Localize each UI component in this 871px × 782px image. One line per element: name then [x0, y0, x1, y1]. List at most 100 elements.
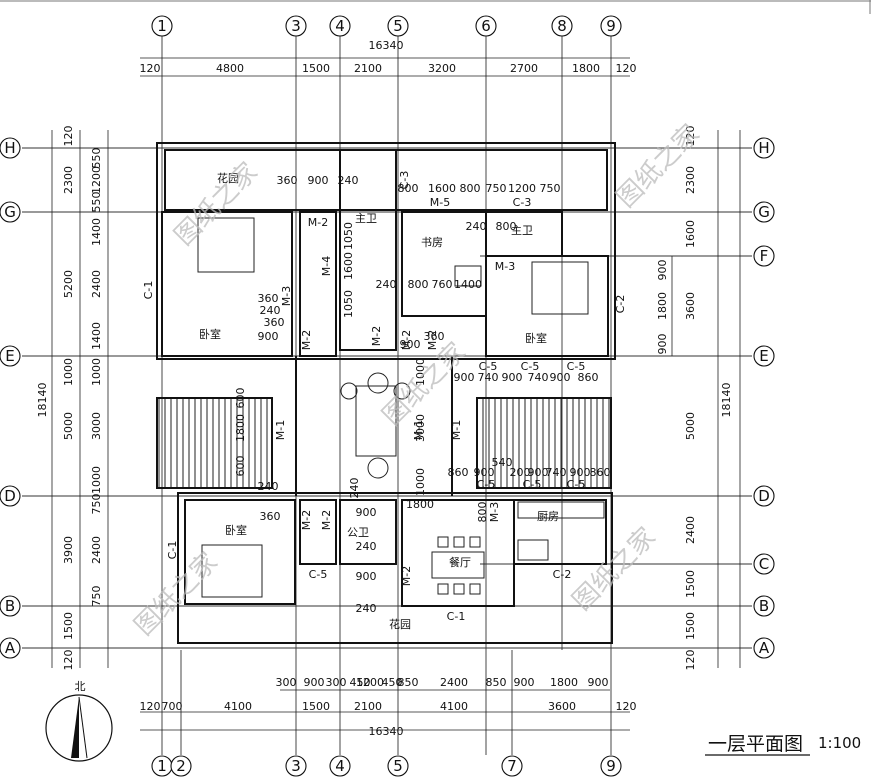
dim-interior: 1600: [342, 252, 355, 280]
axis-bottom-9-circle: [600, 755, 622, 777]
axis-right-B-circle: [753, 595, 775, 617]
axis-right-E: E: [759, 347, 768, 365]
door-label: M-3: [280, 286, 293, 306]
room-label: 餐厅: [449, 555, 471, 569]
axis-left-G: G: [4, 203, 16, 221]
window-label: C-1: [447, 610, 466, 623]
window-label: C-3: [398, 171, 411, 190]
axis-bottom-2-circle: [170, 755, 192, 777]
north-arrow-icon: [71, 697, 79, 758]
dim-top-total: 16340: [369, 39, 404, 52]
window-label: C-1: [142, 281, 155, 300]
dim-interior: 240: [338, 174, 359, 187]
axis-top-1: 1: [157, 17, 167, 35]
room-label: 主卫: [511, 224, 533, 237]
dim-left-outer: 1000: [62, 358, 75, 386]
dim-bottom-total: 16340: [369, 725, 404, 738]
dim-interior: 1050: [342, 290, 355, 318]
door-label: M-2: [400, 566, 413, 586]
dim-interior: 750: [486, 182, 507, 195]
window-label: C-5: [477, 478, 496, 491]
north-arrow-circle: [45, 694, 113, 762]
dim-interior: 540: [492, 456, 513, 469]
dim-bottom-upper: 1200: [356, 676, 384, 689]
dim-interior: 900: [570, 466, 591, 479]
axis-bottom-1: 1: [157, 757, 167, 775]
axis-left-A: A: [5, 639, 16, 657]
drawing-title: 一层平面图: [708, 733, 803, 755]
axis-right-E-circle: [753, 345, 775, 367]
dim-bottom-upper: 2400: [440, 676, 468, 689]
door-label: M-1: [274, 420, 287, 440]
dim-left-inner: 1400: [90, 322, 103, 350]
dim-interior: 1400: [454, 278, 482, 291]
axis-top-9: 9: [606, 17, 616, 35]
dim-interior: 900: [502, 371, 523, 384]
axis-bottom-5: 5: [393, 757, 403, 775]
window-label: C-5: [521, 360, 540, 373]
window-label: C-2: [614, 295, 627, 314]
door-label: M-5: [430, 196, 450, 209]
drawing-scale: 1:100: [818, 734, 861, 752]
room-label: 花园: [389, 618, 411, 631]
axis-left-H-circle: [0, 137, 21, 159]
axis-left-E: E: [5, 347, 14, 365]
dim-bottom-lower: 2100: [354, 700, 382, 713]
axis-right-H: H: [758, 139, 769, 157]
dim-interior: 800: [496, 220, 517, 233]
dim-left-outer: 5000: [62, 412, 75, 440]
axis-top-1-circle: [151, 15, 173, 37]
dim-bottom-upper: 900: [588, 676, 609, 689]
dim-bottom-upper: 300: [326, 676, 347, 689]
dim-left-inner: 2400: [90, 536, 103, 564]
dim-interior: 900: [356, 570, 377, 583]
dim-top: 4800: [216, 62, 244, 75]
axis-bottom-9: 9: [606, 757, 616, 775]
axis-bottom-7: 7: [507, 757, 517, 775]
axis-top-3-circle: [285, 15, 307, 37]
dim-interior: 860: [578, 371, 599, 384]
watermarks: 图纸之家图纸之家图纸之家图纸之家图纸之家: [129, 119, 706, 642]
dim-right-outer: 5000: [684, 412, 697, 440]
axis-right-F-circle: [753, 245, 775, 267]
dimension-lines: [51, 57, 741, 731]
dim-right-outer: 120: [684, 126, 697, 147]
dim-interior: 800: [408, 278, 429, 291]
dim-bottom-lower: 3600: [548, 700, 576, 713]
dim-left-outer: 120: [62, 650, 75, 671]
dim-left-inner: 750: [90, 494, 103, 515]
axis-left-G-circle: [0, 201, 21, 223]
door-label: M-2: [320, 510, 333, 530]
dim-left-inner: 750: [90, 586, 103, 607]
axis-top-5: 5: [393, 17, 403, 35]
dim-right-outer: 2400: [684, 516, 697, 544]
dim-interior: 360: [258, 292, 279, 305]
axis-left-H: H: [4, 139, 15, 157]
dim-interior: 240: [356, 602, 377, 615]
dim-bottom-upper: 450: [350, 676, 371, 689]
room-label: 主卫: [355, 212, 377, 225]
dim-right-outer: 1500: [684, 570, 697, 598]
dim-interior: 900: [308, 174, 329, 187]
room-label: 公卫: [347, 526, 369, 539]
axis-right-F: F: [760, 247, 769, 265]
axis-top-4-circle: [329, 15, 351, 37]
room-labels: 花园卧室主卫书房主卫卧室卧室公卫餐厅厨房花园: [199, 172, 559, 631]
dim-left-inner: 550: [90, 148, 103, 169]
axis-right-H-circle: [753, 137, 775, 159]
axis-top-5-circle: [387, 15, 409, 37]
dim-interior: 360: [424, 330, 445, 343]
window-label: C-5: [567, 360, 586, 373]
dim-interior: 800: [460, 182, 481, 195]
dim-left-inner: 1200: [90, 166, 103, 194]
room-label: 卧室: [225, 523, 247, 537]
axis-right-G: G: [758, 203, 770, 221]
window-label: C-5: [479, 360, 498, 373]
window-label: C-5: [309, 568, 328, 581]
dim-interior: 740: [478, 371, 499, 384]
dim-interior: 1800: [406, 498, 434, 511]
door-label: M-3: [488, 502, 501, 522]
axis-right-B: B: [759, 597, 769, 615]
